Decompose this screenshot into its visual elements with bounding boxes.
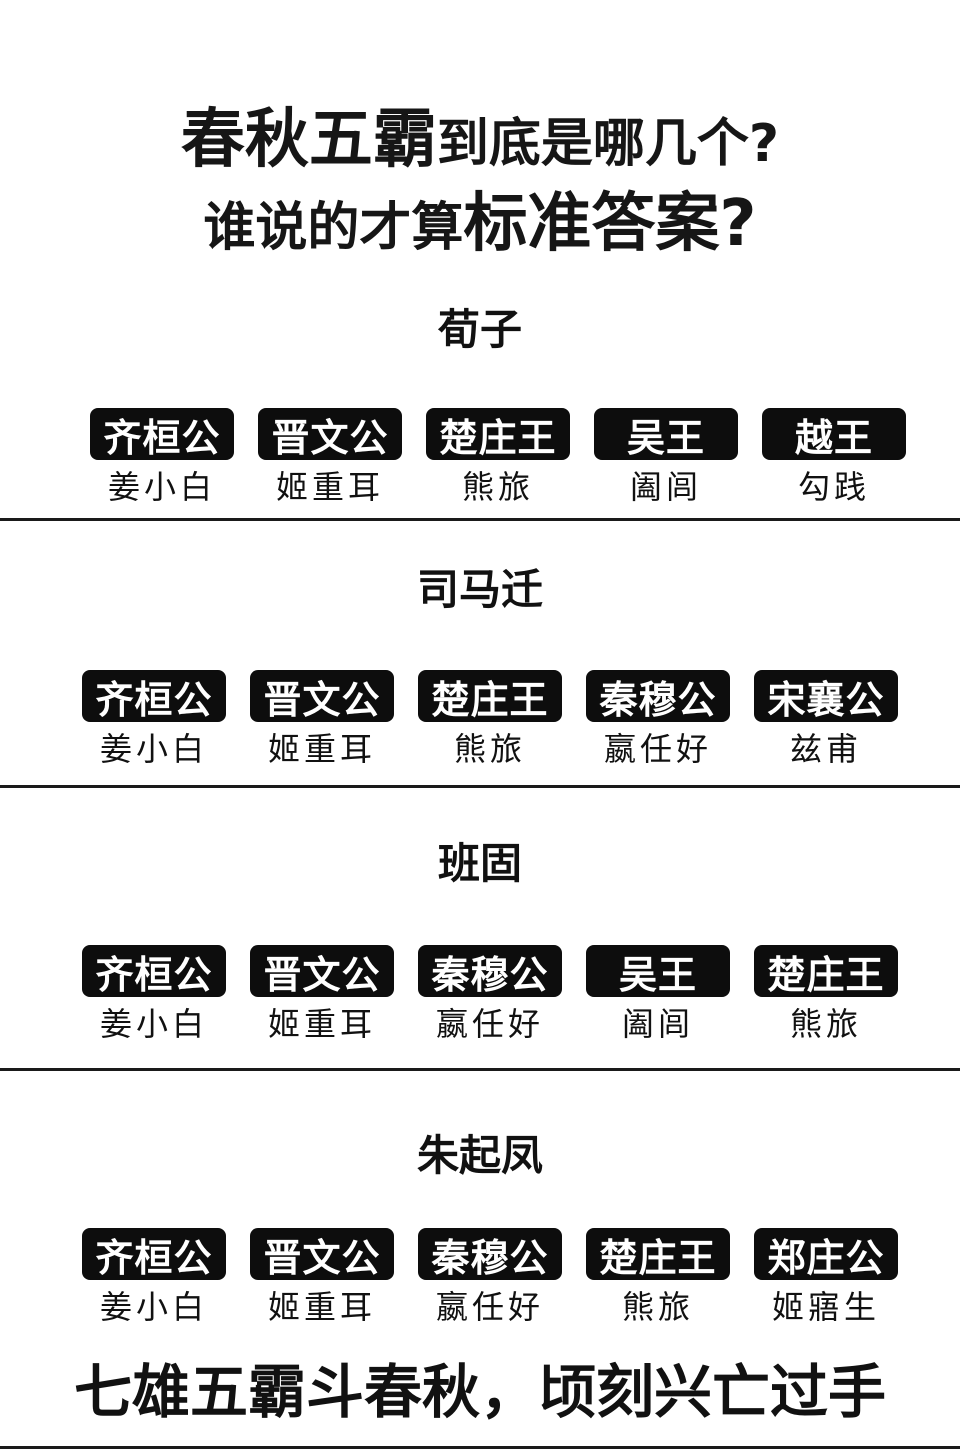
ruler-personal-name: 阖闾 bbox=[621, 1005, 694, 1043]
ruler-item: 晋文公姬重耳 bbox=[250, 670, 394, 770]
ruler-row: 齐桓公姜小白晋文公姬重耳楚庄王熊旅吴王阖闾越王勾践 bbox=[90, 408, 930, 508]
ruler-title-badge: 秦穆公 bbox=[586, 670, 730, 722]
ruler-title-badge: 晋文公 bbox=[250, 670, 394, 722]
section-source: 司马迁 bbox=[416, 565, 543, 614]
title-text: 到底是哪几个? bbox=[436, 114, 780, 174]
ruler-item: 郑庄公姬寤生 bbox=[754, 1228, 898, 1328]
ruler-title-badge: 齐桓公 bbox=[82, 945, 226, 997]
ruler-personal-name: 姬重耳 bbox=[275, 468, 384, 506]
ruler-item: 宋襄公兹甫 bbox=[754, 670, 898, 770]
ruler-personal-name: 嬴任好 bbox=[435, 1288, 544, 1326]
ruler-item: 晋文公姬重耳 bbox=[250, 945, 394, 1045]
bottom-border bbox=[0, 1446, 960, 1449]
ruler-item: 齐桓公姜小白 bbox=[82, 945, 226, 1045]
title-line-2: 谁说的才算标准答案? bbox=[0, 172, 960, 264]
ruler-title-badge: 秦穆公 bbox=[418, 945, 562, 997]
ruler-item: 秦穆公嬴任好 bbox=[418, 1228, 562, 1328]
title-emphasis: 春秋五霸 bbox=[180, 103, 437, 177]
title-text: 谁说的才算 bbox=[203, 198, 464, 258]
ruler-title-badge: 晋文公 bbox=[258, 408, 402, 460]
ruler-personal-name: 熊旅 bbox=[621, 1288, 694, 1326]
ruler-item: 吴王阖闾 bbox=[586, 945, 730, 1045]
ruler-item: 齐桓公姜小白 bbox=[82, 1228, 226, 1328]
ruler-personal-name: 姜小白 bbox=[99, 730, 208, 768]
ruler-title-badge: 宋襄公 bbox=[754, 670, 898, 722]
ruler-title-badge: 晋文公 bbox=[250, 945, 394, 997]
ruler-personal-name: 熊旅 bbox=[453, 730, 526, 768]
ruler-personal-name: 熊旅 bbox=[461, 468, 534, 506]
section-divider bbox=[0, 1068, 960, 1071]
ruler-item: 齐桓公姜小白 bbox=[90, 408, 234, 508]
title-emphasis: 标准答案? bbox=[463, 187, 757, 261]
section-source: 朱起凤 bbox=[416, 1131, 543, 1180]
ruler-title-badge: 吴王 bbox=[586, 945, 730, 997]
ruler-item: 楚庄王熊旅 bbox=[586, 1228, 730, 1328]
ruler-item: 楚庄王熊旅 bbox=[418, 670, 562, 770]
section-divider bbox=[0, 518, 960, 521]
ruler-title-badge: 越王 bbox=[762, 408, 906, 460]
ruler-personal-name: 姜小白 bbox=[99, 1288, 208, 1326]
ruler-title-badge: 晋文公 bbox=[250, 1228, 394, 1280]
ruler-title-badge: 楚庄王 bbox=[754, 945, 898, 997]
section-divider bbox=[0, 785, 960, 788]
section-source: 荀子 bbox=[437, 305, 522, 354]
ruler-title-badge: 吴王 bbox=[594, 408, 738, 460]
ruler-item: 秦穆公嬴任好 bbox=[418, 945, 562, 1045]
ruler-item: 秦穆公嬴任好 bbox=[586, 670, 730, 770]
ruler-personal-name: 姬重耳 bbox=[267, 1005, 376, 1043]
ruler-title-badge: 秦穆公 bbox=[418, 1228, 562, 1280]
ruler-title-badge: 郑庄公 bbox=[754, 1228, 898, 1280]
ruler-title-badge: 楚庄王 bbox=[586, 1228, 730, 1280]
ruler-personal-name: 勾践 bbox=[797, 468, 870, 506]
ruler-title-badge: 楚庄王 bbox=[418, 670, 562, 722]
ruler-title-badge: 齐桓公 bbox=[82, 1228, 226, 1280]
ruler-personal-name: 姜小白 bbox=[99, 1005, 208, 1043]
ruler-item: 楚庄王熊旅 bbox=[426, 408, 570, 508]
section-source: 班固 bbox=[437, 839, 522, 888]
ruler-item: 楚庄王熊旅 bbox=[754, 945, 898, 1045]
ruler-item: 齐桓公姜小白 bbox=[82, 670, 226, 770]
ruler-row: 齐桓公姜小白晋文公姬重耳秦穆公嬴任好楚庄王熊旅郑庄公姬寤生 bbox=[82, 1228, 922, 1328]
ruler-title-badge: 齐桓公 bbox=[82, 670, 226, 722]
ruler-title-badge: 楚庄王 bbox=[426, 408, 570, 460]
ruler-row: 齐桓公姜小白晋文公姬重耳秦穆公嬴任好吴王阖闾楚庄王熊旅 bbox=[82, 945, 922, 1045]
ruler-personal-name: 姬寤生 bbox=[771, 1288, 880, 1326]
ruler-title-badge: 齐桓公 bbox=[90, 408, 234, 460]
title-line-1: 春秋五霸到底是哪几个? bbox=[0, 88, 960, 180]
ruler-item: 晋文公姬重耳 bbox=[258, 408, 402, 508]
ruler-personal-name: 熊旅 bbox=[789, 1005, 862, 1043]
ruler-personal-name: 兹甫 bbox=[789, 730, 862, 768]
ruler-personal-name: 姬重耳 bbox=[267, 730, 376, 768]
ruler-personal-name: 姜小白 bbox=[107, 468, 216, 506]
ruler-item: 吴王阖闾 bbox=[594, 408, 738, 508]
ruler-item: 晋文公姬重耳 bbox=[250, 1228, 394, 1328]
ruler-item: 越王勾践 bbox=[762, 408, 906, 508]
ruler-personal-name: 姬重耳 bbox=[267, 1288, 376, 1326]
ruler-row: 齐桓公姜小白晋文公姬重耳楚庄王熊旅秦穆公嬴任好宋襄公兹甫 bbox=[82, 670, 922, 770]
ruler-personal-name: 嬴任好 bbox=[603, 730, 712, 768]
ruler-personal-name: 嬴任好 bbox=[435, 1005, 544, 1043]
ruler-personal-name: 阖闾 bbox=[629, 468, 702, 506]
footer-verse: 七雄五霸斗春秋，顷刻兴亡过手 bbox=[73, 1358, 886, 1426]
